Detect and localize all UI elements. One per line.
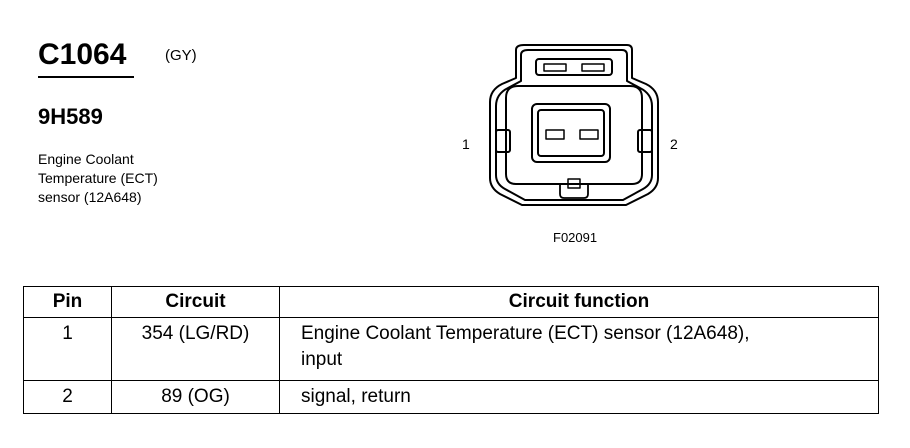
pin-label-2: 2 (670, 136, 678, 152)
component-description-line: Engine Coolant (38, 151, 134, 167)
cell-circuit-function: Engine Coolant Temperature (ECT) sensor … (279, 317, 879, 381)
part-number: 9H589 (38, 104, 103, 129)
terminal-cavity-inner (537, 109, 605, 157)
connector-face-drawing (489, 44, 659, 206)
circuit-function-line: signal, return (301, 386, 411, 407)
connector-housing-inner (495, 49, 653, 201)
terminal-2 (579, 129, 599, 140)
table-header-row: Pin Circuit Circuit function (23, 286, 879, 318)
connector-side-ear-right (637, 129, 653, 153)
header-circuit-function: Circuit function (279, 286, 879, 318)
connector-latch-ridge (543, 63, 605, 72)
connector-housing-outer (489, 44, 659, 206)
terminal-1 (545, 129, 565, 140)
cell-circuit-function: signal, return (279, 380, 879, 414)
connector-latch (535, 58, 613, 76)
connector-side-ear-left (495, 129, 511, 153)
cell-pin: 1 (23, 317, 112, 381)
connector-key-notch (567, 178, 581, 189)
connector-id-underline (38, 76, 134, 78)
circuit-function-line: input (301, 349, 343, 370)
connector-seal (505, 85, 643, 185)
header-pin: Pin (23, 286, 112, 318)
connector-key (559, 184, 589, 199)
cell-circuit: 89 (OG) (111, 380, 280, 414)
component-description: Engine Coolant Temperature (ECT) sensor … (38, 150, 158, 207)
header-circuit: Circuit (111, 286, 280, 318)
table-row: 2 89 (OG) signal, return (23, 380, 879, 414)
circuit-function-line: Engine Coolant Temperature (ECT) sensor … (301, 323, 750, 344)
cell-pin: 2 (23, 380, 112, 414)
figure-number: F02091 (553, 230, 598, 245)
terminal-cavity (531, 103, 611, 163)
component-description-line: Temperature (ECT) (38, 170, 158, 186)
pin-label-1: 1 (462, 136, 470, 152)
pin-table: Pin Circuit Circuit function 1 354 (LG/R… (23, 286, 879, 414)
connector-color: (GY) (165, 47, 197, 64)
component-description-line: sensor (12A648) (38, 189, 142, 205)
table-row: 1 354 (LG/RD) Engine Coolant Temperature… (23, 317, 879, 381)
cell-circuit: 354 (LG/RD) (111, 317, 280, 381)
connector-id: C1064 (38, 38, 127, 71)
